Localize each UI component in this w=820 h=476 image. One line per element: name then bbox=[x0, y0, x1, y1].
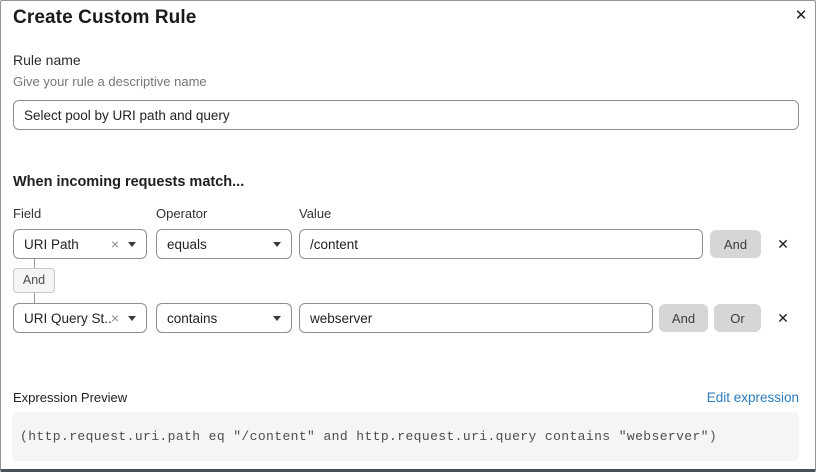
rule-name-helper: Give your rule a descriptive name bbox=[13, 74, 207, 89]
connector-line-top bbox=[34, 259, 35, 268]
field-select-row2-value: URI Query St... bbox=[24, 310, 111, 326]
clear-selection-icon[interactable]: × bbox=[110, 310, 119, 326]
chevron-down-icon bbox=[128, 315, 136, 321]
operator-select-row1[interactable]: equals bbox=[156, 229, 292, 259]
field-select-row1[interactable]: URI Path × bbox=[13, 229, 147, 259]
field-select-row1-value: URI Path bbox=[24, 236, 79, 252]
value-input-row1[interactable] bbox=[299, 229, 703, 259]
column-label-field: Field bbox=[13, 206, 42, 221]
close-icon[interactable]: ✕ bbox=[790, 5, 812, 27]
operator-select-row1-value: equals bbox=[167, 236, 207, 252]
clear-selection-icon[interactable]: × bbox=[110, 236, 119, 252]
rule-name-input[interactable] bbox=[13, 100, 799, 130]
dialog-title: Create Custom Rule bbox=[13, 7, 197, 28]
connector-and-badge[interactable]: And bbox=[13, 268, 55, 293]
edit-expression-link[interactable]: Edit expression bbox=[706, 390, 799, 405]
expression-code-block: (http.request.uri.path eq "/content" and… bbox=[12, 412, 799, 461]
and-button-row1[interactable]: And bbox=[710, 230, 761, 258]
chevron-down-icon bbox=[273, 315, 281, 321]
rule-name-label: Rule name bbox=[13, 52, 81, 68]
operator-select-row2[interactable]: contains bbox=[156, 303, 292, 333]
expression-code: (http.request.uri.path eq "/content" and… bbox=[20, 429, 718, 444]
chevron-down-icon bbox=[273, 241, 281, 247]
column-label-operator: Operator bbox=[156, 206, 208, 221]
and-button-row2[interactable]: And bbox=[659, 304, 708, 332]
remove-row1-icon[interactable]: ✕ bbox=[771, 229, 795, 259]
or-button-row2[interactable]: Or bbox=[714, 304, 761, 332]
chevron-down-icon bbox=[128, 241, 136, 247]
remove-row2-icon[interactable]: ✕ bbox=[771, 303, 795, 333]
field-select-row2[interactable]: URI Query St... × bbox=[13, 303, 147, 333]
connector-line-bottom bbox=[34, 293, 35, 303]
value-input-row2[interactable] bbox=[299, 303, 653, 333]
column-label-value: Value bbox=[299, 206, 332, 221]
matcher-heading: When incoming requests match... bbox=[13, 174, 245, 190]
operator-select-row2-value: contains bbox=[167, 310, 218, 326]
expression-preview-label: Expression Preview bbox=[13, 390, 128, 405]
